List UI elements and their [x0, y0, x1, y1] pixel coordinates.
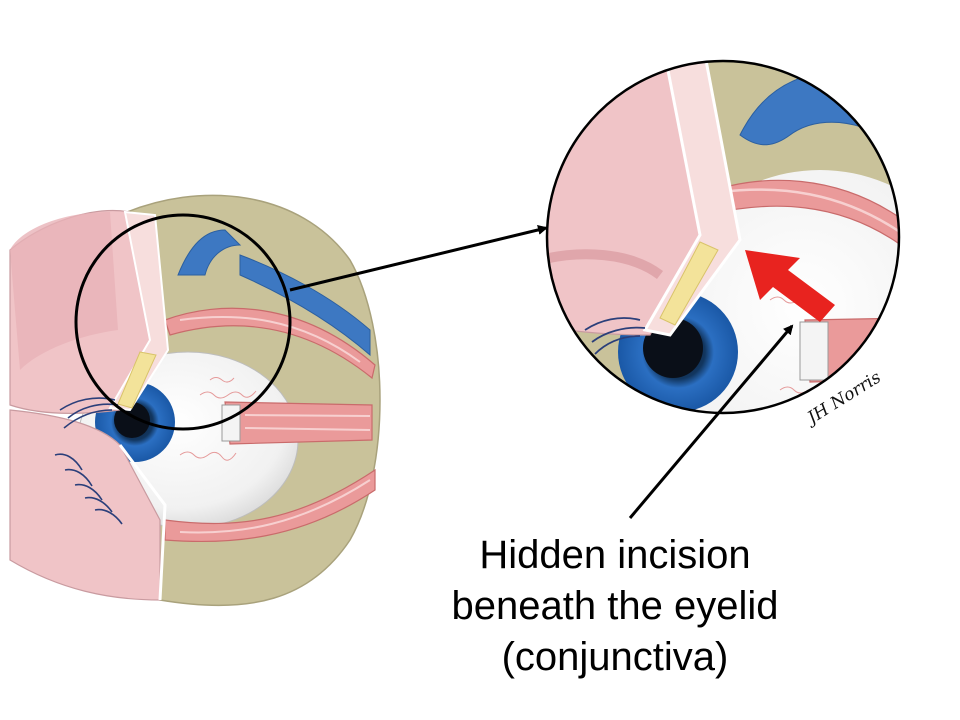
upper-tarsus	[117, 351, 157, 409]
muscle-tendon	[221, 404, 241, 442]
incision-pointer-arrow	[745, 250, 835, 322]
zoomed-view	[547, 61, 899, 413]
zoom-circle-border	[545, 59, 901, 415]
caption-line-1: Hidden incision	[479, 533, 751, 577]
zoom-superior-rectus	[699, 179, 899, 250]
caption-line-3: (conjunctiva)	[501, 635, 729, 679]
incision-caption: Hidden incision beneath the eyelid (conj…	[400, 530, 830, 683]
zoom-connector-arrow	[289, 225, 548, 292]
levator-fat	[239, 254, 371, 357]
zoom-eyelashes	[584, 317, 646, 355]
zoom-upper-tarsus	[659, 241, 719, 326]
brow-skin	[10, 212, 118, 370]
inferior-rectus	[164, 468, 376, 543]
caption-line-2: beneath the eyelid	[451, 584, 779, 628]
caption-leader-line	[628, 324, 794, 519]
lower-eyelid	[9, 409, 161, 601]
side-view-eye	[9, 194, 381, 607]
zoom-levator-aponeurosis	[642, 61, 742, 337]
superior-rectus	[164, 307, 376, 380]
orbital-fat	[177, 229, 242, 276]
zoom-muscle-tendon	[799, 321, 829, 381]
zoom-indicator-circle	[74, 213, 292, 431]
